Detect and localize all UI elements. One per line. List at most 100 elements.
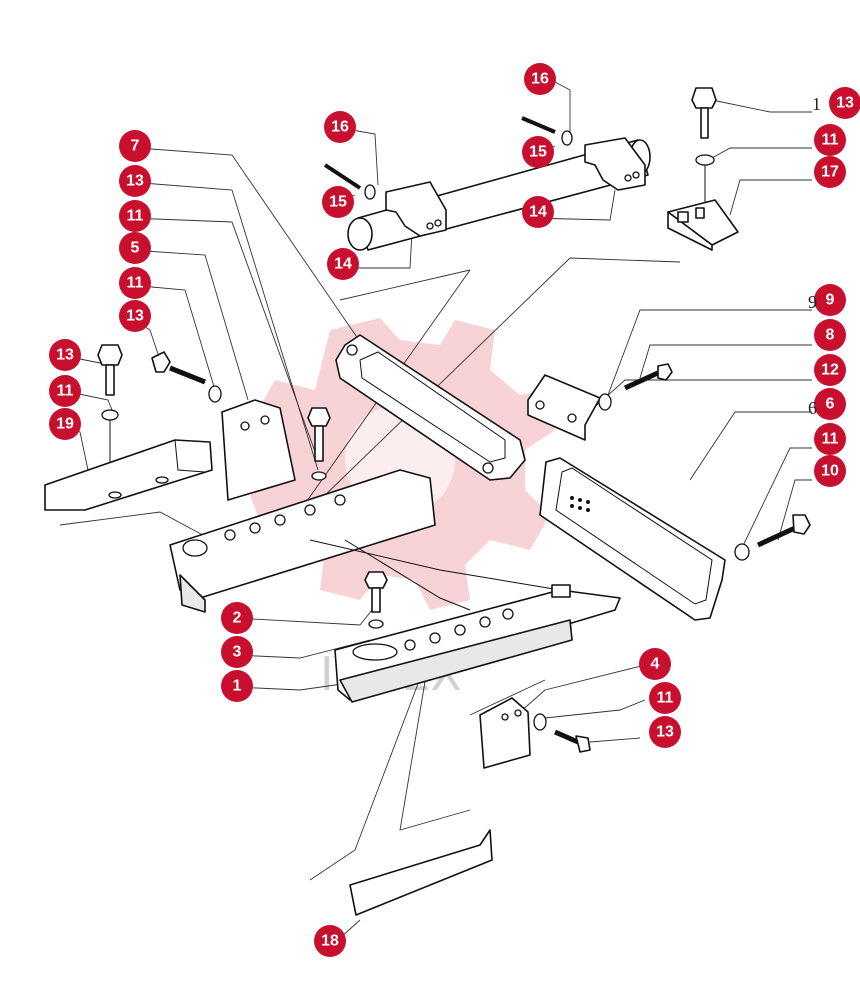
callout-number: 2 — [233, 610, 242, 627]
plate-7 — [335, 334, 526, 481]
callout-number: 9 — [826, 292, 835, 309]
clamp-right — [584, 137, 646, 191]
callout-dot — [322, 186, 354, 218]
callout-number: 11 — [127, 275, 144, 292]
callout-19: 19 — [49, 408, 81, 440]
callout-number: 13 — [126, 308, 144, 325]
bracket-17 — [667, 199, 739, 251]
callout-4: 4 — [639, 648, 671, 680]
callout-number: 11 — [657, 690, 674, 707]
callout-number: 12 — [821, 362, 839, 379]
callout-number: 19 — [56, 416, 74, 433]
callout-dot — [814, 319, 846, 351]
callout-number: 7 — [131, 138, 140, 155]
callout-14-b: 14 — [327, 248, 359, 280]
callout-dot — [814, 388, 846, 420]
callout-dot — [814, 156, 846, 188]
bolt-2 — [364, 571, 388, 629]
callout-dot — [221, 636, 253, 668]
callout-13-d: 13 — [49, 339, 81, 371]
callout-dot — [522, 196, 554, 228]
strip-18 — [349, 829, 493, 916]
callout-dot — [49, 408, 81, 440]
callout-5: 5 — [119, 232, 151, 264]
callout-number: 11 — [822, 431, 839, 448]
callout-number: 11 — [127, 208, 144, 225]
bolt-small-16-left — [323, 163, 376, 200]
callout-10: 10 — [814, 455, 846, 487]
callout-13-top: 13 — [829, 87, 860, 119]
callout-dot — [829, 87, 860, 119]
stray-label-1: 1 — [812, 94, 821, 114]
callout-9: 9 — [814, 284, 846, 316]
callout-number: 14 — [529, 204, 547, 221]
callout-number: 13 — [126, 173, 144, 190]
callout-13-c: 13 — [119, 300, 151, 332]
callout-11-f: 11 — [649, 682, 681, 714]
callout-number: 5 — [131, 240, 140, 257]
callout-2: 2 — [221, 602, 253, 634]
callout-16-a: 16 — [524, 63, 556, 95]
callout-dot — [814, 284, 846, 316]
stray-label-9: 9 — [808, 292, 817, 312]
callout-number: 11 — [822, 132, 839, 149]
callout-dot — [119, 200, 151, 232]
callout-dot — [119, 130, 151, 162]
callout-dot — [327, 248, 359, 280]
callout-number: 13 — [56, 347, 74, 364]
main-frame-1 — [169, 469, 621, 703]
callout-8: 8 — [814, 319, 846, 351]
callout-number: 4 — [651, 656, 660, 673]
callout-1: 1 — [221, 670, 253, 702]
callout-14-a: 14 — [522, 196, 554, 228]
callout-dot — [639, 648, 671, 680]
callout-dot — [221, 670, 253, 702]
bolt-9 — [598, 363, 673, 411]
callout-dot — [119, 300, 151, 332]
bolt-10 — [734, 514, 811, 561]
plate-4 — [479, 697, 531, 769]
stray-labels: 1 9 6 — [808, 94, 821, 418]
callout-number: 18 — [321, 933, 339, 950]
callout-dot — [49, 339, 81, 371]
callout-dot — [324, 111, 356, 143]
callout-3: 3 — [221, 636, 253, 668]
callout-number: 1 — [233, 678, 242, 695]
callout-number: 13 — [836, 95, 854, 112]
callout-12: 12 — [814, 354, 846, 386]
clamp-left — [385, 181, 447, 237]
callout-dot — [524, 63, 556, 95]
callout-dot — [314, 925, 346, 957]
callout-number: 14 — [334, 256, 352, 273]
bracket-19 — [44, 439, 213, 511]
callout-dot — [814, 455, 846, 487]
callout-13-b: 13 — [119, 165, 151, 197]
callout-number: 15 — [529, 144, 547, 161]
callout-number: 3 — [233, 644, 242, 661]
callout-11-c: 11 — [119, 267, 151, 299]
callout-number: 13 — [656, 724, 674, 741]
callout-dot — [649, 682, 681, 714]
callout-number: 8 — [826, 327, 835, 344]
plate-5 — [221, 399, 296, 501]
bolt-13-low-right — [533, 713, 591, 753]
callout-18: 18 — [314, 925, 346, 957]
callout-dot — [814, 124, 846, 156]
callout-number: 15 — [329, 194, 347, 211]
callout-13-e: 13 — [649, 716, 681, 748]
callout-11-e: 11 — [814, 423, 846, 455]
callout-dot — [814, 423, 846, 455]
callout-6: 6 — [814, 388, 846, 420]
callout-dot — [221, 602, 253, 634]
callout-11-b: 11 — [119, 200, 151, 232]
callout-number: 16 — [331, 119, 349, 136]
callout-number: 10 — [821, 463, 839, 480]
callout-number: 17 — [821, 164, 839, 181]
callout-number: 16 — [531, 71, 549, 88]
stray-label-6: 6 — [808, 398, 817, 418]
callout-16-b: 16 — [324, 111, 356, 143]
callout-dot — [649, 716, 681, 748]
